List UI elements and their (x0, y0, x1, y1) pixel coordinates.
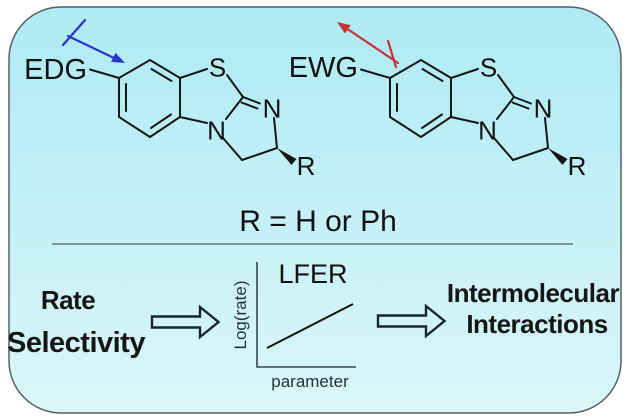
blue-arrow-cross-tick (61, 18, 87, 47)
red-arrow-shaft (344, 26, 400, 65)
red-arrow-cross-tick (386, 39, 398, 69)
plot-y-axis-label: Log(rate) (231, 281, 250, 350)
ewg-electron-withdrawal-arrow (337, 22, 400, 69)
plot-x-axis-label: parameter (271, 372, 349, 391)
panel-background (8, 6, 622, 414)
flow-output-line-2: Interactions (466, 309, 607, 339)
r-definition-text: R = H or Ph (239, 205, 397, 238)
flow-input-block: Rate Selectivity (7, 285, 146, 359)
blue-arrow-shaft (66, 34, 116, 60)
plot-title: LFER (278, 259, 347, 289)
edg-electron-donation-arrow (61, 18, 125, 63)
blue-arrow-head-icon (111, 52, 125, 63)
plot-axes (256, 262, 356, 368)
red-arrow-head-icon (337, 22, 351, 34)
flow-input-line-2: Selectivity (7, 327, 145, 359)
flow-input-line-1: Rate (41, 285, 95, 315)
flow-output-line-1: Intermolecular (447, 278, 620, 308)
ewg-substituent-label: EWG (289, 52, 358, 84)
edg-substituent-label: EDG (24, 54, 87, 86)
right-block-arrow-icon (376, 303, 447, 339)
left-block-arrow-icon (150, 304, 221, 340)
plot-trend-line (266, 303, 354, 349)
lfer-plot: LFER Log(rate) parameter (231, 259, 356, 391)
flow-output-block: Intermolecular Interactions (447, 278, 620, 339)
